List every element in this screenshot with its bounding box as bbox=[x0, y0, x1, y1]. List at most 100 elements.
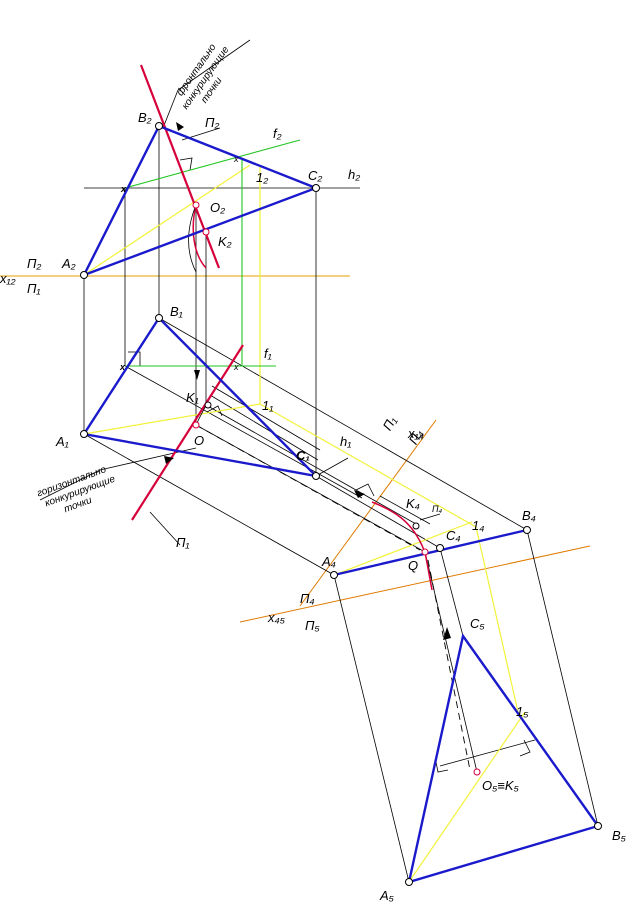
leader-top bbox=[162, 89, 179, 129]
axis-x14 bbox=[299, 419, 437, 607]
point-C4 bbox=[436, 544, 444, 552]
mark-x-mid: x bbox=[119, 362, 126, 372]
arrow-1 bbox=[354, 490, 365, 498]
right-angle-4 bbox=[355, 483, 375, 497]
mark-x-f1: x bbox=[233, 362, 239, 372]
point-K1 bbox=[204, 401, 212, 409]
point-B5 bbox=[594, 822, 602, 830]
dashed-O-C bbox=[195, 424, 421, 551]
link-A1-A4 bbox=[83, 433, 335, 576]
arc-K4 bbox=[371, 501, 425, 551]
dashed-lines bbox=[195, 424, 471, 771]
arrows bbox=[164, 122, 451, 640]
arc-O2-left bbox=[188, 204, 197, 273]
trace-P1 bbox=[131, 344, 244, 521]
note-frontal: фронтально конкурирующие точки bbox=[174, 41, 232, 111]
label-K4: K₄ bbox=[406, 496, 420, 511]
label-one1: 1₁ bbox=[262, 398, 273, 413]
label-O5K5: O₅≡K₅ bbox=[482, 778, 520, 793]
label-x12: x₁₂ bbox=[0, 271, 16, 286]
dim-B1C1-1 bbox=[209, 394, 319, 461]
point-B1 bbox=[155, 314, 163, 322]
label-P5axis: П₅ bbox=[305, 618, 320, 633]
label-x45: x₄₅ bbox=[267, 610, 286, 625]
yellow-1-4 bbox=[259, 403, 477, 528]
dim-B1C1-2 bbox=[211, 385, 321, 451]
point-A2 bbox=[80, 271, 88, 279]
arc-K2 bbox=[192, 204, 207, 269]
arrow-4 bbox=[176, 122, 184, 131]
point-A4 bbox=[330, 571, 338, 579]
point-A1 bbox=[80, 430, 88, 438]
link-O-Q4 bbox=[195, 424, 426, 553]
red-points bbox=[192, 201, 481, 776]
right-angle-3 bbox=[206, 405, 223, 417]
label-f1: f₁ bbox=[264, 346, 272, 361]
label-C2: C₂ bbox=[308, 168, 322, 183]
point-Q4 bbox=[421, 548, 429, 556]
leader-P1 bbox=[149, 511, 181, 546]
label-h2: h₂ bbox=[348, 167, 360, 182]
label-P4small: П₄ bbox=[432, 504, 443, 514]
yellow-1-1-5 bbox=[475, 526, 519, 713]
right-angle-1 bbox=[128, 351, 141, 366]
label-one5: 1₅ bbox=[516, 704, 529, 719]
yellow-lines bbox=[83, 164, 526, 883]
mark-x-top: x bbox=[120, 184, 127, 194]
label-B1: B₁ bbox=[170, 304, 183, 319]
label-P2axis: П₂ bbox=[27, 256, 41, 271]
point-B2 bbox=[155, 122, 163, 130]
label-P4-14: П₄ bbox=[406, 427, 426, 447]
triangle-projection-2 bbox=[81, 124, 320, 278]
yellow-A4-1 bbox=[333, 521, 473, 576]
triangle-projection-1 bbox=[82, 316, 320, 478]
projection-axes bbox=[0, 275, 591, 623]
link-B1-B4 bbox=[158, 317, 528, 531]
label-P1axis: П₁ bbox=[27, 281, 41, 296]
label-B2: B₂ bbox=[138, 110, 152, 125]
label-f2: f₂ bbox=[273, 126, 282, 141]
label-K2: K₂ bbox=[218, 234, 232, 249]
link-A4-A5 bbox=[333, 574, 410, 883]
red-lines bbox=[131, 64, 433, 591]
red-K4-Q bbox=[424, 551, 433, 591]
label-A5: A₅ bbox=[379, 888, 395, 903]
point-C2 bbox=[312, 184, 320, 192]
point-O bbox=[192, 421, 200, 429]
note-horizontal: горизонтально конкурирующие точки bbox=[36, 464, 118, 515]
link-B4-B5 bbox=[526, 529, 599, 827]
green-f2 bbox=[124, 139, 301, 189]
construction-lines bbox=[39, 39, 599, 883]
label-O2: O₂ bbox=[210, 200, 225, 215]
label-C5: C₅ bbox=[470, 616, 485, 631]
dim-Q-pt bbox=[379, 495, 431, 525]
right-angle-5 bbox=[519, 739, 531, 757]
yellow-A2-1 bbox=[83, 164, 251, 276]
arrow-5 bbox=[194, 370, 200, 380]
label-P1-14: П₁ bbox=[380, 414, 400, 433]
link-C4-C5 bbox=[439, 547, 464, 637]
arrow-2 bbox=[443, 627, 451, 640]
green-lines bbox=[124, 139, 301, 367]
x-marks: x x x x bbox=[119, 154, 239, 372]
right-angle-2 bbox=[179, 157, 193, 171]
label-A4: A₄ bbox=[321, 554, 336, 569]
label-B5: B₅ bbox=[612, 828, 627, 843]
arrow-3 bbox=[164, 456, 174, 464]
label-K1: K₁ bbox=[186, 390, 199, 405]
yellow-A1-1 bbox=[83, 403, 261, 435]
label-P2top: П₂ bbox=[205, 115, 219, 130]
link-K1-K4 bbox=[205, 404, 417, 525]
blue-triangles bbox=[81, 124, 600, 884]
leader-bottom-2 bbox=[39, 469, 101, 501]
label-Q: Q bbox=[408, 558, 418, 573]
point-O2 bbox=[192, 201, 200, 209]
line-h1 bbox=[124, 365, 363, 499]
leader-P4small bbox=[419, 513, 441, 521]
points bbox=[80, 122, 602, 886]
axis-x45 bbox=[239, 545, 591, 623]
point-labels: B₂ C₂ A₂ h₂ f₂ 1₂ O₂ K₂ П₂ x₁₂ П₂ П₁ B₁ … bbox=[0, 110, 627, 903]
point-K4 bbox=[412, 522, 420, 530]
label-h1: h₁ bbox=[340, 434, 351, 449]
label-P4axis: П₄ bbox=[300, 591, 315, 606]
